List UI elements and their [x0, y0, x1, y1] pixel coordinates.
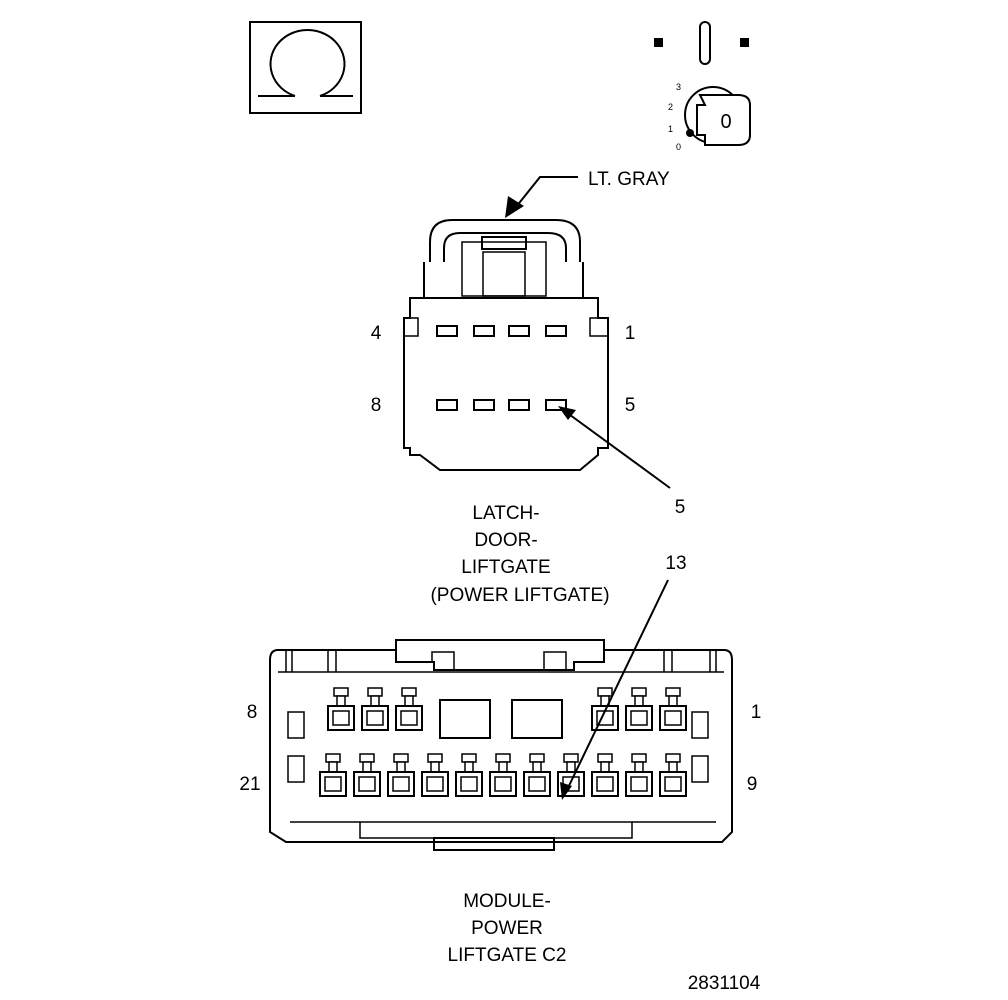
key-position-3: 3 — [676, 82, 681, 92]
terminal-cavity — [387, 753, 415, 797]
module-name-line-3: LIFTGATE C2 — [448, 945, 567, 966]
terminal-row-top — [327, 687, 687, 731]
connector-name-line-2: DOOR- — [474, 530, 537, 551]
terminal-row-bottom — [319, 753, 687, 797]
terminal-cavity — [489, 753, 517, 797]
connector-name-line-1: LATCH- — [472, 503, 539, 524]
pin-label-8: 8 — [247, 702, 258, 723]
terminal-cavity — [319, 753, 347, 797]
pin-label-5: 5 — [625, 395, 636, 416]
module-connector: 8 1 21 9 13 MODULE- POWER LIFTGATE C2 — [239, 553, 761, 966]
connector-face-view-icon — [249, 21, 362, 114]
pin-label-4: 4 — [371, 323, 382, 344]
terminal-cavity — [625, 687, 653, 731]
terminal-cavity — [659, 687, 687, 731]
terminal-cavity — [591, 753, 619, 797]
terminal-cavity — [395, 687, 423, 731]
terminal-cavity — [361, 687, 389, 731]
pin-label-8: 8 — [371, 395, 382, 416]
pin-label-9: 9 — [747, 774, 758, 795]
pin-label-1: 1 — [625, 323, 636, 344]
terminal-cavity — [523, 753, 551, 797]
key-position-0: 0 — [676, 142, 681, 152]
terminal-cavity — [421, 753, 449, 797]
pin-label-1: 1 — [751, 702, 762, 723]
latch-connector: LT. GRAY 4 1 8 5 5 LATCH- — [371, 169, 686, 606]
terminal-cavity — [327, 687, 355, 731]
figure-number: 2831104 — [688, 973, 761, 994]
key-position-1: 1 — [668, 124, 673, 134]
terminal-cavity — [353, 753, 381, 797]
terminal-cavity — [455, 753, 483, 797]
callout-pin-5: 5 — [675, 497, 686, 518]
pin-label-21: 21 — [239, 774, 260, 795]
callout-pin-13: 13 — [665, 553, 686, 574]
terminal-cavity — [659, 753, 687, 797]
module-name-line-1: MODULE- — [463, 891, 551, 912]
terminal-cavity — [625, 753, 653, 797]
key-position-2: 2 — [668, 102, 673, 112]
module-name-line-2: POWER — [471, 918, 543, 939]
ignition-key-icon: 3 2 1 0 0 — [654, 21, 751, 152]
connector-name-line-3: LIFTGATE — [461, 557, 550, 578]
key-digit: 0 — [720, 111, 731, 133]
connector-name-line-4: (POWER LIFTGATE) — [430, 585, 609, 606]
connector-color-label: LT. GRAY — [588, 169, 670, 190]
